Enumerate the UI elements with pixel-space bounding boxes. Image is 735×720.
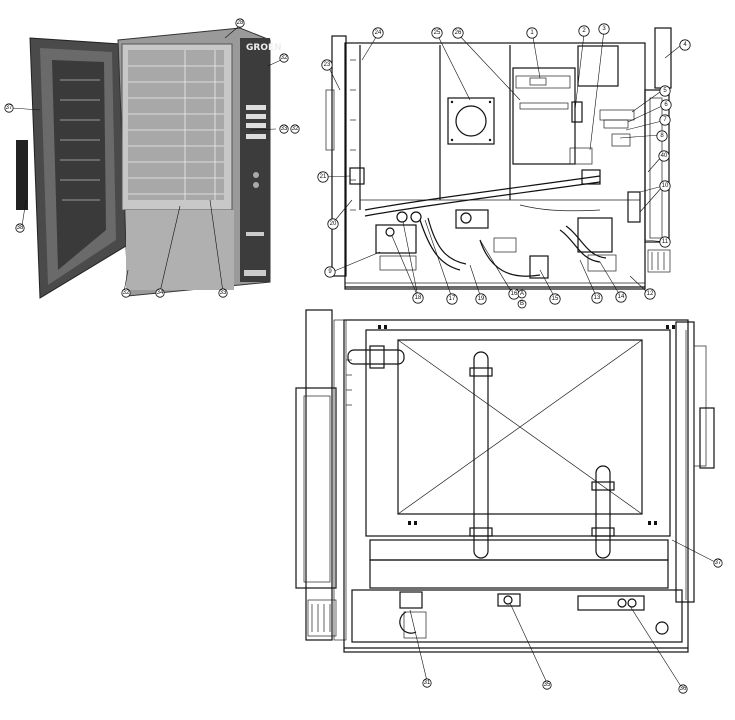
top-callout-label: 4: [683, 42, 687, 48]
photo-callout-label: 33: [220, 290, 227, 296]
photo-callout-bubble: [121, 288, 131, 298]
top-callout-label: 9: [328, 269, 332, 275]
top-callout-label: 26: [455, 30, 462, 36]
photo-callout-label: 34: [157, 290, 164, 296]
side-callout-label: 31: [424, 680, 431, 686]
top-callout-label: 6: [664, 102, 668, 108]
photo-callout-bubble: [218, 288, 228, 298]
top-callout-label: 21: [320, 174, 327, 180]
top-callout-bubble: [446, 293, 458, 305]
top-callout-label: 5: [663, 88, 667, 94]
top-callout-label: 18: [415, 295, 422, 301]
top-callout-label: 20: [330, 221, 337, 227]
side-callout-bubble: [542, 680, 552, 690]
top-callout-bubble: [327, 218, 339, 230]
top-callout-bubble: [658, 150, 670, 162]
top-callout-label: 23: [324, 62, 331, 68]
top-callout-label: 11: [662, 239, 669, 245]
top-callout-bubble: [578, 25, 590, 37]
top-callout-bubble: [549, 293, 561, 305]
top-callout-bubble: [526, 27, 538, 39]
top-callout-bubble: [659, 85, 671, 97]
photo-callout-label: 32: [281, 55, 288, 61]
top-callout-label: 2: [582, 28, 586, 34]
top-callout-label: 19: [478, 296, 485, 302]
top-callout-label: 10: [662, 183, 669, 189]
top-callout-label: 14: [618, 294, 625, 300]
top-callout-bubble: [615, 291, 627, 303]
top-callout-label: 16: [511, 291, 518, 297]
top-callout-bubble: [321, 59, 333, 71]
top-callout-label: 7: [663, 117, 667, 123]
brand-text: GROEN: [246, 43, 282, 53]
side-callout-label: 35: [544, 682, 551, 688]
top-callout-bubble: [644, 288, 656, 300]
top-callout-bubble: [412, 292, 424, 304]
top-callout-bubble: [452, 27, 464, 39]
top-callout-bubble: [475, 293, 487, 305]
photo-callout-label: 32: [292, 126, 299, 132]
side-callout-bubble: [422, 678, 432, 688]
photo-callout-label: 32: [123, 290, 130, 296]
callout-16-sub-label: A: [520, 291, 524, 297]
side-callout-label: 36: [680, 686, 687, 692]
photo-callout-bubble: [155, 288, 165, 298]
callout-16-sub-bubble: [517, 299, 527, 309]
front-view-drawing: [325, 27, 672, 290]
photo-callout-bubble: [279, 124, 289, 134]
top-callout-bubble: [324, 266, 336, 278]
top-callout-bubble: [598, 23, 610, 35]
top-callout-label: 12: [647, 291, 654, 297]
top-callout-bubble: [372, 27, 384, 39]
photo-callout-bubble: [15, 223, 25, 233]
top-callout-label: 17: [449, 296, 456, 302]
photo-callout-bubble: [279, 53, 289, 63]
photo-callout-label: 28: [237, 20, 244, 26]
callout-16-sub-bubble: [517, 289, 527, 299]
side-callout-label: 37: [715, 560, 722, 566]
top-callout-label: 3: [602, 26, 606, 32]
side-callout-bubble: [713, 558, 723, 568]
top-callout-bubble: [659, 236, 671, 248]
top-callout-label: 8: [660, 133, 664, 139]
top-callout-label: 40: [661, 153, 668, 159]
top-callout-bubble: [656, 130, 668, 142]
photo-callout-bubble: [290, 124, 300, 134]
top-callout-label: 24: [375, 30, 382, 36]
photo-callout-label: 38: [17, 225, 24, 231]
top-callout-bubble: [659, 114, 671, 126]
top-callout-label: 1: [530, 30, 534, 36]
photo-callout-label: 33: [281, 126, 288, 132]
top-callout-bubble: [660, 99, 672, 111]
top-callout-label: 25: [434, 30, 441, 36]
top-callout-label: 13: [594, 295, 601, 301]
callout-16-sub-label: B: [520, 301, 524, 307]
top-callout-bubble: [659, 180, 671, 192]
top-callout-label: 15: [552, 296, 559, 302]
oven-photo: GROEN: [16, 27, 282, 300]
photo-callout-label: 37: [6, 105, 13, 111]
top-callout-bubble: [679, 39, 691, 51]
photo-callout-bubble: [4, 103, 14, 113]
side-view-drawing: [295, 309, 715, 653]
top-callout-bubble: [317, 171, 329, 183]
side-callout-bubble: [678, 684, 688, 694]
top-callout-bubble: [591, 292, 603, 304]
top-callout-bubble: [431, 27, 443, 39]
photo-callout-bubble: [235, 18, 245, 28]
